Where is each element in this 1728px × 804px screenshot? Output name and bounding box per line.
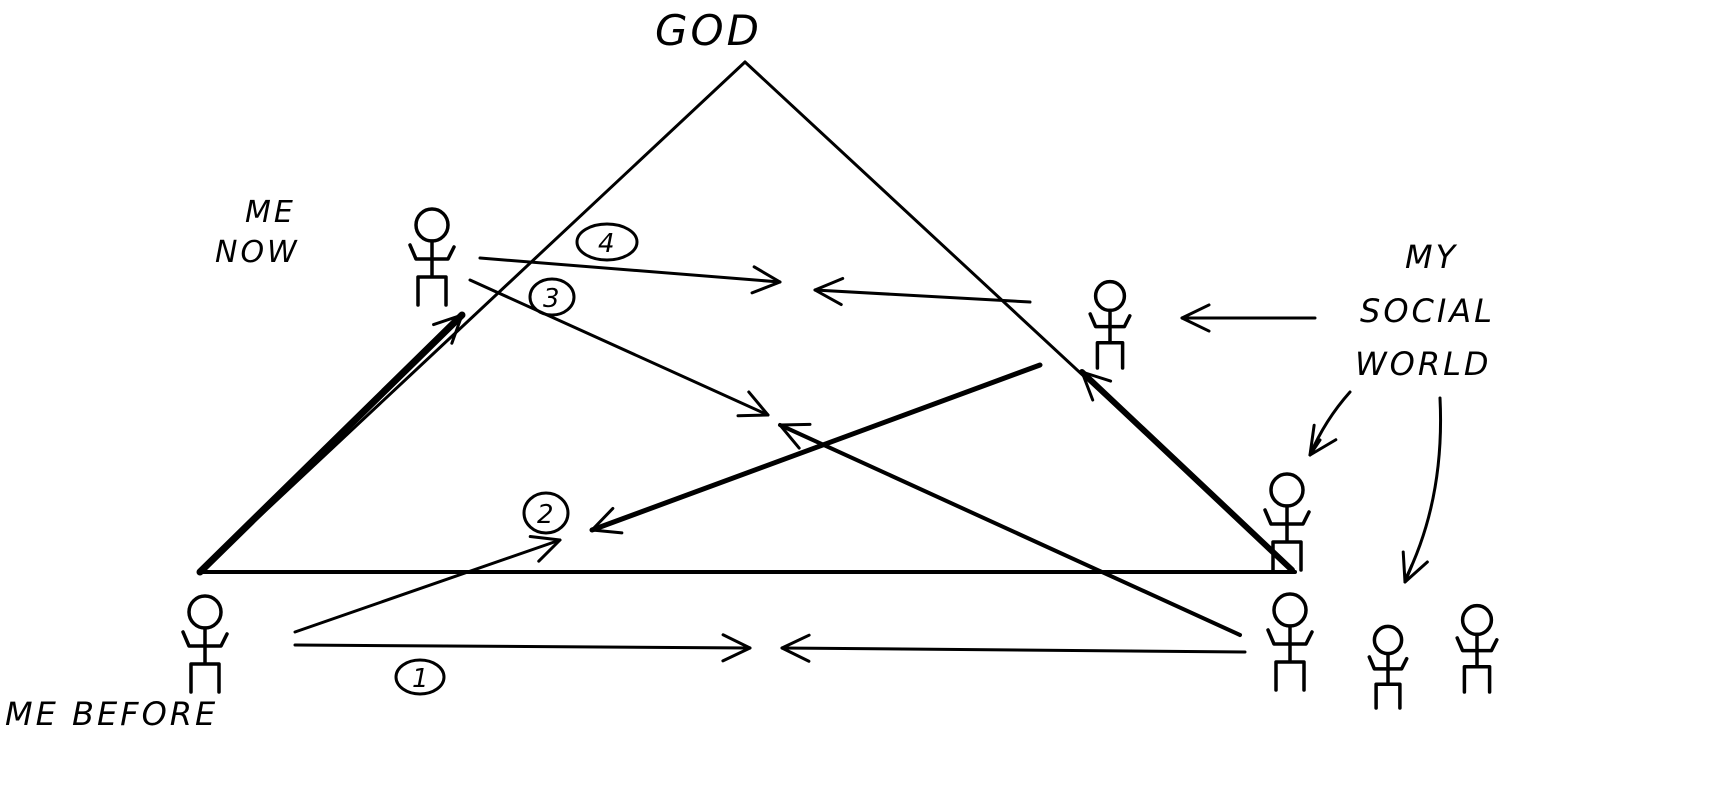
arrow-social-up-right-edge-head (1080, 370, 1113, 402)
label-social-line3: WORLD (1355, 345, 1492, 383)
label-me-now-line1: ME (245, 195, 296, 230)
arrow-step1-right (780, 646, 1247, 654)
figure-social-corner (1263, 472, 1311, 572)
arrow-step4-left (478, 256, 782, 284)
arrow-me-before-to-me-now (196, 311, 466, 576)
arrow-step4-left-head (750, 265, 782, 295)
arrow-social-world-down-tip-head (1401, 550, 1429, 584)
label-social-line2: SOCIAL (1360, 292, 1495, 330)
step-3-badge: 3 (528, 277, 576, 317)
arrow-step2-left (293, 538, 562, 634)
label-me-before: ME BEFORE (5, 695, 218, 733)
figure-social-small-1 (1367, 624, 1409, 710)
step-4-badge: 4 (575, 222, 639, 262)
arrow-step3-right-head (778, 422, 812, 450)
arrow-step4-right-head (813, 276, 845, 307)
arrow-step2-right (589, 362, 1043, 533)
arrow-step2-left-head (528, 535, 562, 563)
figure-social-small-2 (1455, 603, 1499, 694)
arrow-social-up-right-edge (1079, 369, 1295, 573)
label-me-now-line2: NOW (215, 235, 300, 270)
step-2-badge: 2 (522, 491, 570, 535)
svg-text:1: 1 (412, 664, 432, 694)
figure-me-now (408, 207, 456, 307)
figure-me-before (181, 594, 229, 694)
arrow-step1-right-head (780, 633, 811, 663)
arrow-social-world-down (1403, 396, 1443, 582)
arrow-social-world-to-figure-head (1180, 303, 1211, 333)
arrow-step2-right-head (590, 506, 624, 535)
arrow-step3-left-head (736, 390, 770, 418)
arrow-social-world-down-left-tip-head (1308, 423, 1338, 457)
svg-text:3: 3 (543, 284, 563, 314)
arrow-me-before-to-me-now-head (432, 313, 464, 345)
svg-text:4: 4 (598, 229, 618, 259)
figure-social-on-edge (1088, 279, 1132, 370)
arrow-step3-left (468, 278, 770, 417)
step-1-badge: 1 (394, 658, 446, 696)
label-social-line1: MY (1405, 238, 1458, 276)
arrow-step1-left-head (721, 633, 752, 663)
svg-text:2: 2 (537, 500, 557, 530)
figure-social-base (1266, 592, 1314, 692)
arrow-step4-right (813, 288, 1032, 304)
label-god: GOD (655, 6, 762, 55)
arrow-step3-right (778, 423, 1242, 637)
arrow-step1-left (293, 643, 752, 650)
